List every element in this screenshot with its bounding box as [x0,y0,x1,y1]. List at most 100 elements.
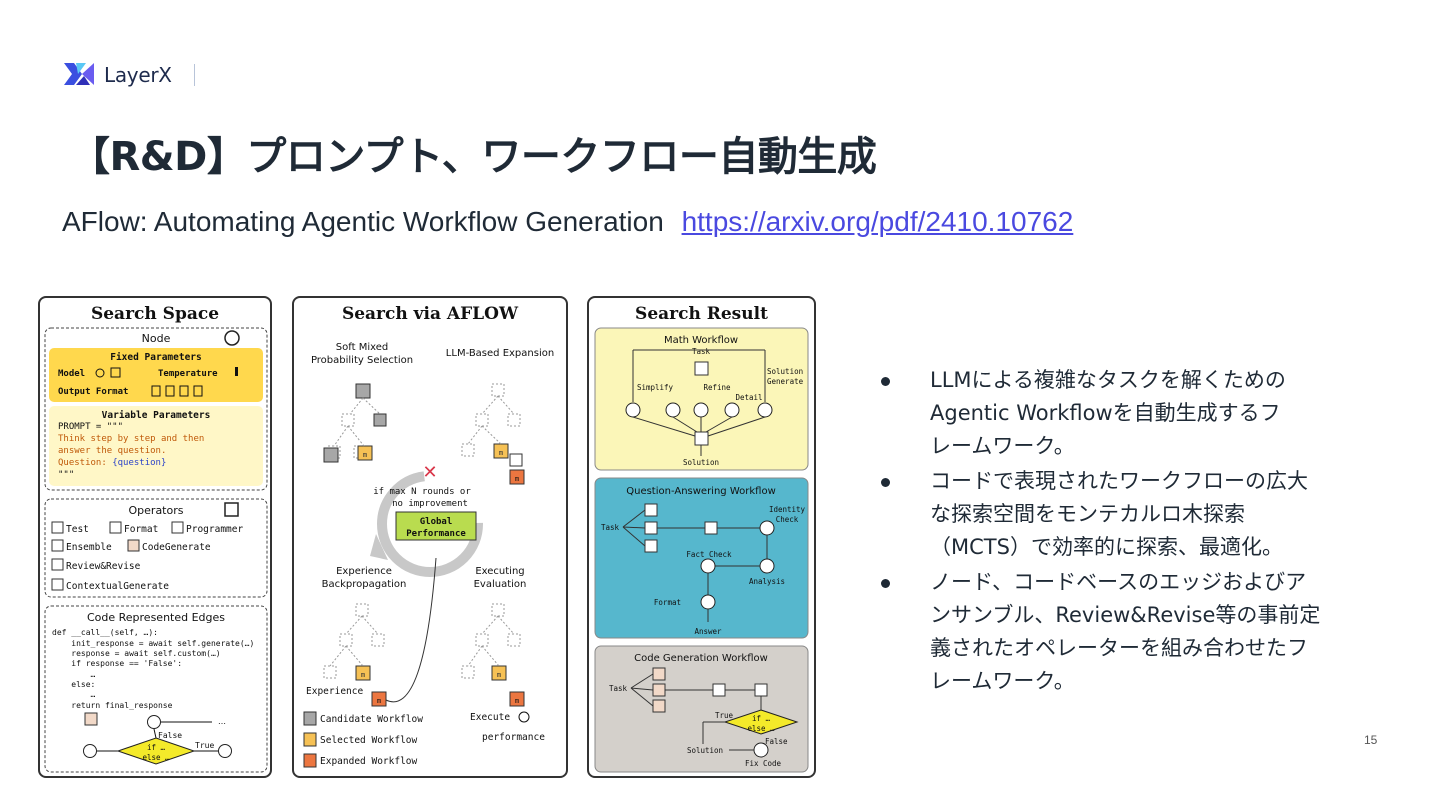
aflow-diagram: Soft Mixed Probability Selection LLM-Bas… [303,342,554,768]
model-icon [110,367,121,378]
global-performance-box [395,511,477,541]
doc-icon-4 [193,385,203,397]
contextual-icon [51,578,64,591]
edge-decision [116,737,196,765]
doc-icon-3 [179,385,189,397]
prompt-end: """ [58,470,74,480]
code-if: if … [752,714,771,723]
edge-code-icon [84,712,98,726]
backprop-arrow [385,557,437,703]
performance-label: performance [482,732,545,743]
qa-fact-check: Fact Check [686,550,732,559]
paper-link[interactable]: https://arxiv.org/pdf/2410.10762 [681,206,1074,237]
operator-programmer: Programmer [186,524,243,535]
search-result-title: Search Result [635,304,768,324]
doc-icon-2 [165,385,175,397]
search-space-diagram: Node Fixed Parameters Model Temperature … [44,327,268,773]
search-via-title: Search via AFLOW [341,304,519,324]
code-gen-1 [652,667,666,681]
svg-text:m: m [377,697,381,705]
llm-expansion: LLM-Based Expansion [446,348,554,359]
stop-x-icon: ✕ [422,462,437,483]
layerx-logo: LayerX [62,60,195,90]
thermometer-icon [235,367,238,376]
openai-icon [95,368,105,378]
legend-selected-swatch [303,732,317,747]
qa-format: Format [654,598,681,607]
qa-identity-1: Identity [769,505,806,514]
soft-mixed-1: Soft Mixed [336,342,388,353]
model-label: Model [58,369,85,379]
slide-title: 【R&D】プロンプト、ワークフロー自動生成 [70,134,877,180]
svg-text:m: m [515,475,519,483]
format-icon [109,521,122,534]
qa-identity-node [759,520,775,536]
output-format-label: Output Format [58,387,128,397]
math-ensemble-icon [694,431,709,446]
code-else: else … [747,724,775,733]
svg-text:m: m [363,451,367,459]
executing-eval-2: Evaluation [474,579,527,590]
math-refine: Refine [703,383,731,392]
qa-workflow-box [594,477,809,639]
math-workflow-box [594,327,809,471]
fixed-params-box [49,348,263,402]
review-revise-icon [51,558,64,571]
operator-test: Test [66,524,89,535]
code-line-4: … [52,670,96,679]
soft-mixed-2: Probability Selection [311,355,413,366]
global-perf-2: Performance [406,529,466,539]
operator-ensemble: Ensemble [66,542,112,553]
node-circle-icon [224,330,240,346]
variable-params-box [49,406,263,486]
bullet-dot [881,478,890,487]
code-test-icon [754,683,768,697]
prompt-line: PROMPT = """ [58,422,123,432]
node-box [44,327,268,491]
edge-true: True [195,741,214,750]
bullet-dot [881,579,890,588]
bullet-item: LLMによる複雑なタスクを解くための Agentic Workflowを自動生成… [878,364,1378,463]
qa-doc-2 [644,521,658,535]
code-line-0: def __call__(self, …): [52,628,158,637]
code-gen-3 [652,699,666,713]
math-node-3 [693,402,709,418]
operator-square-icon [224,502,239,517]
svg-text:m: m [497,671,501,679]
math-node-2 [665,402,681,418]
qa-fact-node [700,558,716,574]
math-detail: Detail [735,393,762,402]
edges-box [44,605,268,773]
edge-arrow-up [153,728,157,739]
math-simplify: Simplify [637,383,674,392]
qa-doc-1 [644,503,658,517]
legend-candidate: Candidate Workflow [320,714,423,725]
svg-text:m: m [499,449,503,457]
edges-title: Code Represented Edges [87,611,225,624]
operator-contextual: ContextualGenerate [66,581,169,592]
execute-label: Execute [470,712,510,723]
global-perf-1: Global [420,517,453,527]
math-solution-gen-1: Solution [767,367,803,376]
operator-review-revise: Review&Revise [66,561,141,572]
search-space-panel: Search Space Node Fixed Parameters Model… [38,296,272,778]
edge-ellipsis: … [218,717,226,726]
code-line-5: else: [52,680,95,689]
math-solution-gen-2: Generate [767,377,804,386]
tree-backprop: m m [323,603,387,707]
code-line-2: response = await self.custom(…) [52,649,221,658]
bullet-dot [881,377,890,386]
math-title: Math Workflow [664,335,738,346]
math-code-icon [694,361,709,376]
logo-divider [193,64,195,86]
tree-selection: m [323,383,387,463]
page-number: 15 [1364,733,1378,747]
legend-expanded: Expanded Workflow [320,756,418,767]
brand-name: LayerX [104,63,172,87]
code-line-7: return final_response [52,701,173,710]
code-gen-2 [652,683,666,697]
qa-analysis-node [759,558,775,574]
qa-answer: Answer [694,627,722,636]
code-solution: Solution [687,746,723,755]
operators-box [44,498,268,598]
